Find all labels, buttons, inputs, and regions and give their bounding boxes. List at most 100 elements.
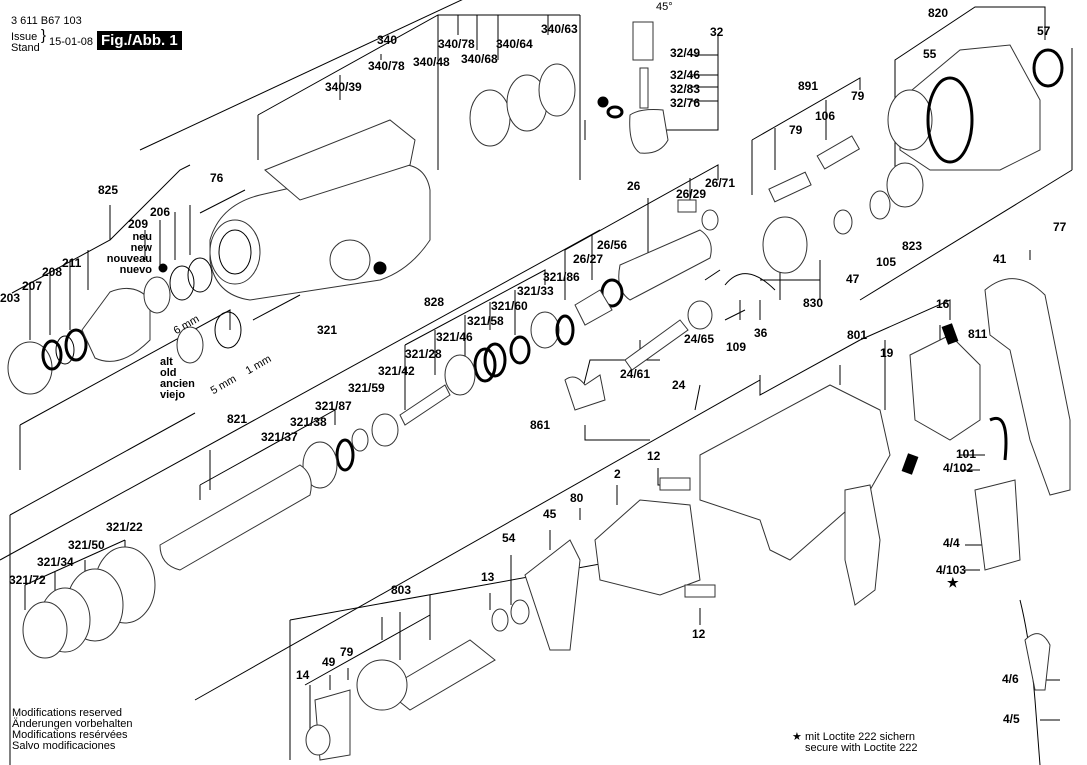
label-105[interactable]: 105 bbox=[876, 255, 897, 269]
modifications-en: Modifications reserved bbox=[12, 707, 123, 719]
label-13[interactable]: 13 bbox=[481, 570, 495, 584]
label-821[interactable]: 821 bbox=[227, 412, 248, 426]
label-208[interactable]: 208 bbox=[42, 265, 63, 279]
label-825[interactable]: 825 bbox=[98, 183, 119, 197]
label-32-83[interactable]: 32/83 bbox=[670, 82, 701, 96]
label-321-87[interactable]: 321/87 bbox=[315, 399, 352, 413]
label-211[interactable]: 211 bbox=[62, 256, 82, 270]
label-26-56[interactable]: 26/56 bbox=[597, 238, 628, 252]
label-101[interactable]: 101 bbox=[956, 447, 977, 461]
label-24-65[interactable]: 24/65 bbox=[684, 332, 715, 346]
label-321[interactable]: 321 bbox=[317, 323, 338, 337]
label-206[interactable]: 206 bbox=[150, 205, 171, 219]
label-203[interactable]: 203 bbox=[0, 291, 21, 305]
label-24-61[interactable]: 24/61 bbox=[620, 367, 651, 381]
label-321-50[interactable]: 321/50 bbox=[68, 538, 105, 552]
label-57[interactable]: 57 bbox=[1037, 24, 1051, 38]
label-207[interactable]: 207 bbox=[22, 279, 43, 293]
label-55[interactable]: 55 bbox=[923, 47, 937, 61]
label-41[interactable]: 41 bbox=[993, 252, 1007, 266]
star-icon: ★ bbox=[792, 731, 802, 743]
label-76[interactable]: 76 bbox=[210, 171, 224, 185]
label-79b[interactable]: 79 bbox=[789, 123, 803, 137]
label-79a[interactable]: 79 bbox=[851, 89, 865, 103]
label-340-64[interactable]: 340/64 bbox=[496, 37, 533, 51]
label-24[interactable]: 24 bbox=[672, 378, 686, 392]
label-4-103[interactable]: 4/103 bbox=[936, 563, 967, 577]
label-830[interactable]: 830 bbox=[803, 296, 824, 310]
label-old-de: alt bbox=[160, 356, 173, 368]
frame-line bbox=[194, 379, 761, 701]
part-26-27-piston bbox=[574, 289, 613, 326]
label-2[interactable]: 2 bbox=[614, 467, 621, 481]
label-340-48[interactable]: 340/48 bbox=[413, 55, 450, 69]
label-321-33[interactable]: 321/33 bbox=[517, 284, 554, 298]
label-4-4[interactable]: 4/4 bbox=[943, 536, 960, 550]
label-340-63[interactable]: 340/63 bbox=[541, 22, 578, 36]
label-321-28[interactable]: 321/28 bbox=[405, 347, 442, 361]
label-340-78b[interactable]: 340/78 bbox=[438, 37, 475, 51]
label-26-29[interactable]: 26/29 bbox=[676, 187, 707, 201]
label-32-76[interactable]: 32/76 bbox=[670, 96, 701, 110]
label-80[interactable]: 80 bbox=[570, 491, 584, 505]
label-49[interactable]: 49 bbox=[322, 655, 336, 669]
label-32-49[interactable]: 32/49 bbox=[670, 46, 701, 60]
part-321-87-ring bbox=[335, 438, 355, 472]
label-801[interactable]: 801 bbox=[847, 328, 868, 342]
label-106[interactable]: 106 bbox=[815, 109, 836, 123]
label-321-60[interactable]: 321/60 bbox=[491, 299, 528, 313]
label-820[interactable]: 820 bbox=[928, 6, 949, 20]
label-47[interactable]: 47 bbox=[846, 272, 860, 286]
label-79c[interactable]: 79 bbox=[340, 645, 354, 659]
part-101-cable bbox=[989, 416, 1008, 461]
label-861[interactable]: 861 bbox=[530, 418, 551, 432]
part-801-housing bbox=[699, 384, 891, 561]
label-32[interactable]: 32 bbox=[710, 25, 724, 39]
label-19[interactable]: 19 bbox=[880, 346, 894, 360]
part-26-29 bbox=[677, 199, 697, 213]
screw-109 bbox=[724, 309, 746, 321]
label-321-46[interactable]: 321/46 bbox=[436, 330, 473, 344]
label-340-78[interactable]: 340/78 bbox=[368, 59, 405, 73]
label-4-5[interactable]: 4/5 bbox=[1003, 712, 1020, 726]
part-13-bearing bbox=[491, 608, 509, 632]
label-26[interactable]: 26 bbox=[627, 179, 641, 193]
label-321-72[interactable]: 321/72 bbox=[9, 573, 46, 587]
label-16[interactable]: 16 bbox=[936, 297, 950, 311]
label-321-22[interactable]: 321/22 bbox=[106, 520, 143, 534]
pin bbox=[768, 171, 812, 203]
label-321-86[interactable]: 321/86 bbox=[543, 270, 580, 284]
label-321-42[interactable]: 321/42 bbox=[378, 364, 415, 378]
label-321-58[interactable]: 321/58 bbox=[467, 314, 504, 328]
label-340[interactable]: 340 bbox=[377, 33, 398, 47]
label-32-46[interactable]: 32/46 bbox=[670, 68, 701, 82]
label-45[interactable]: 45 bbox=[543, 507, 557, 521]
label-321-34[interactable]: 321/34 bbox=[37, 555, 74, 569]
label-4-6[interactable]: 4/6 bbox=[1002, 672, 1019, 686]
label-14[interactable]: 14 bbox=[296, 668, 310, 682]
label-811[interactable]: 811 bbox=[968, 327, 988, 341]
label-321-38[interactable]: 321/38 bbox=[290, 415, 327, 429]
label-209[interactable]: 209 bbox=[128, 217, 149, 231]
label-36[interactable]: 36 bbox=[754, 326, 768, 340]
label-26-27[interactable]: 26/27 bbox=[573, 252, 604, 266]
part-4-4-switch bbox=[974, 479, 1021, 571]
label-77[interactable]: 77 bbox=[1053, 220, 1067, 234]
label-54[interactable]: 54 bbox=[502, 531, 516, 545]
label-26-71[interactable]: 26/71 bbox=[705, 176, 736, 190]
label-321-37[interactable]: 321/37 bbox=[261, 430, 298, 444]
part-number: 3 611 B67 103 bbox=[11, 15, 82, 27]
label-109[interactable]: 109 bbox=[726, 340, 747, 354]
label-823[interactable]: 823 bbox=[902, 239, 923, 253]
part-321-58-ring bbox=[483, 342, 507, 378]
label-803[interactable]: 803 bbox=[391, 583, 412, 597]
label-321-59[interactable]: 321/59 bbox=[348, 381, 385, 395]
label-891[interactable]: 891 bbox=[798, 79, 819, 93]
part-321-60-ring bbox=[509, 335, 531, 365]
label-12b[interactable]: 12 bbox=[692, 627, 706, 641]
label-340-39[interactable]: 340/39 bbox=[325, 80, 362, 94]
label-4-102[interactable]: 4/102 bbox=[943, 461, 974, 475]
label-828[interactable]: 828 bbox=[424, 295, 445, 309]
label-340-68[interactable]: 340/68 bbox=[461, 52, 498, 66]
label-12a[interactable]: 12 bbox=[647, 449, 661, 463]
